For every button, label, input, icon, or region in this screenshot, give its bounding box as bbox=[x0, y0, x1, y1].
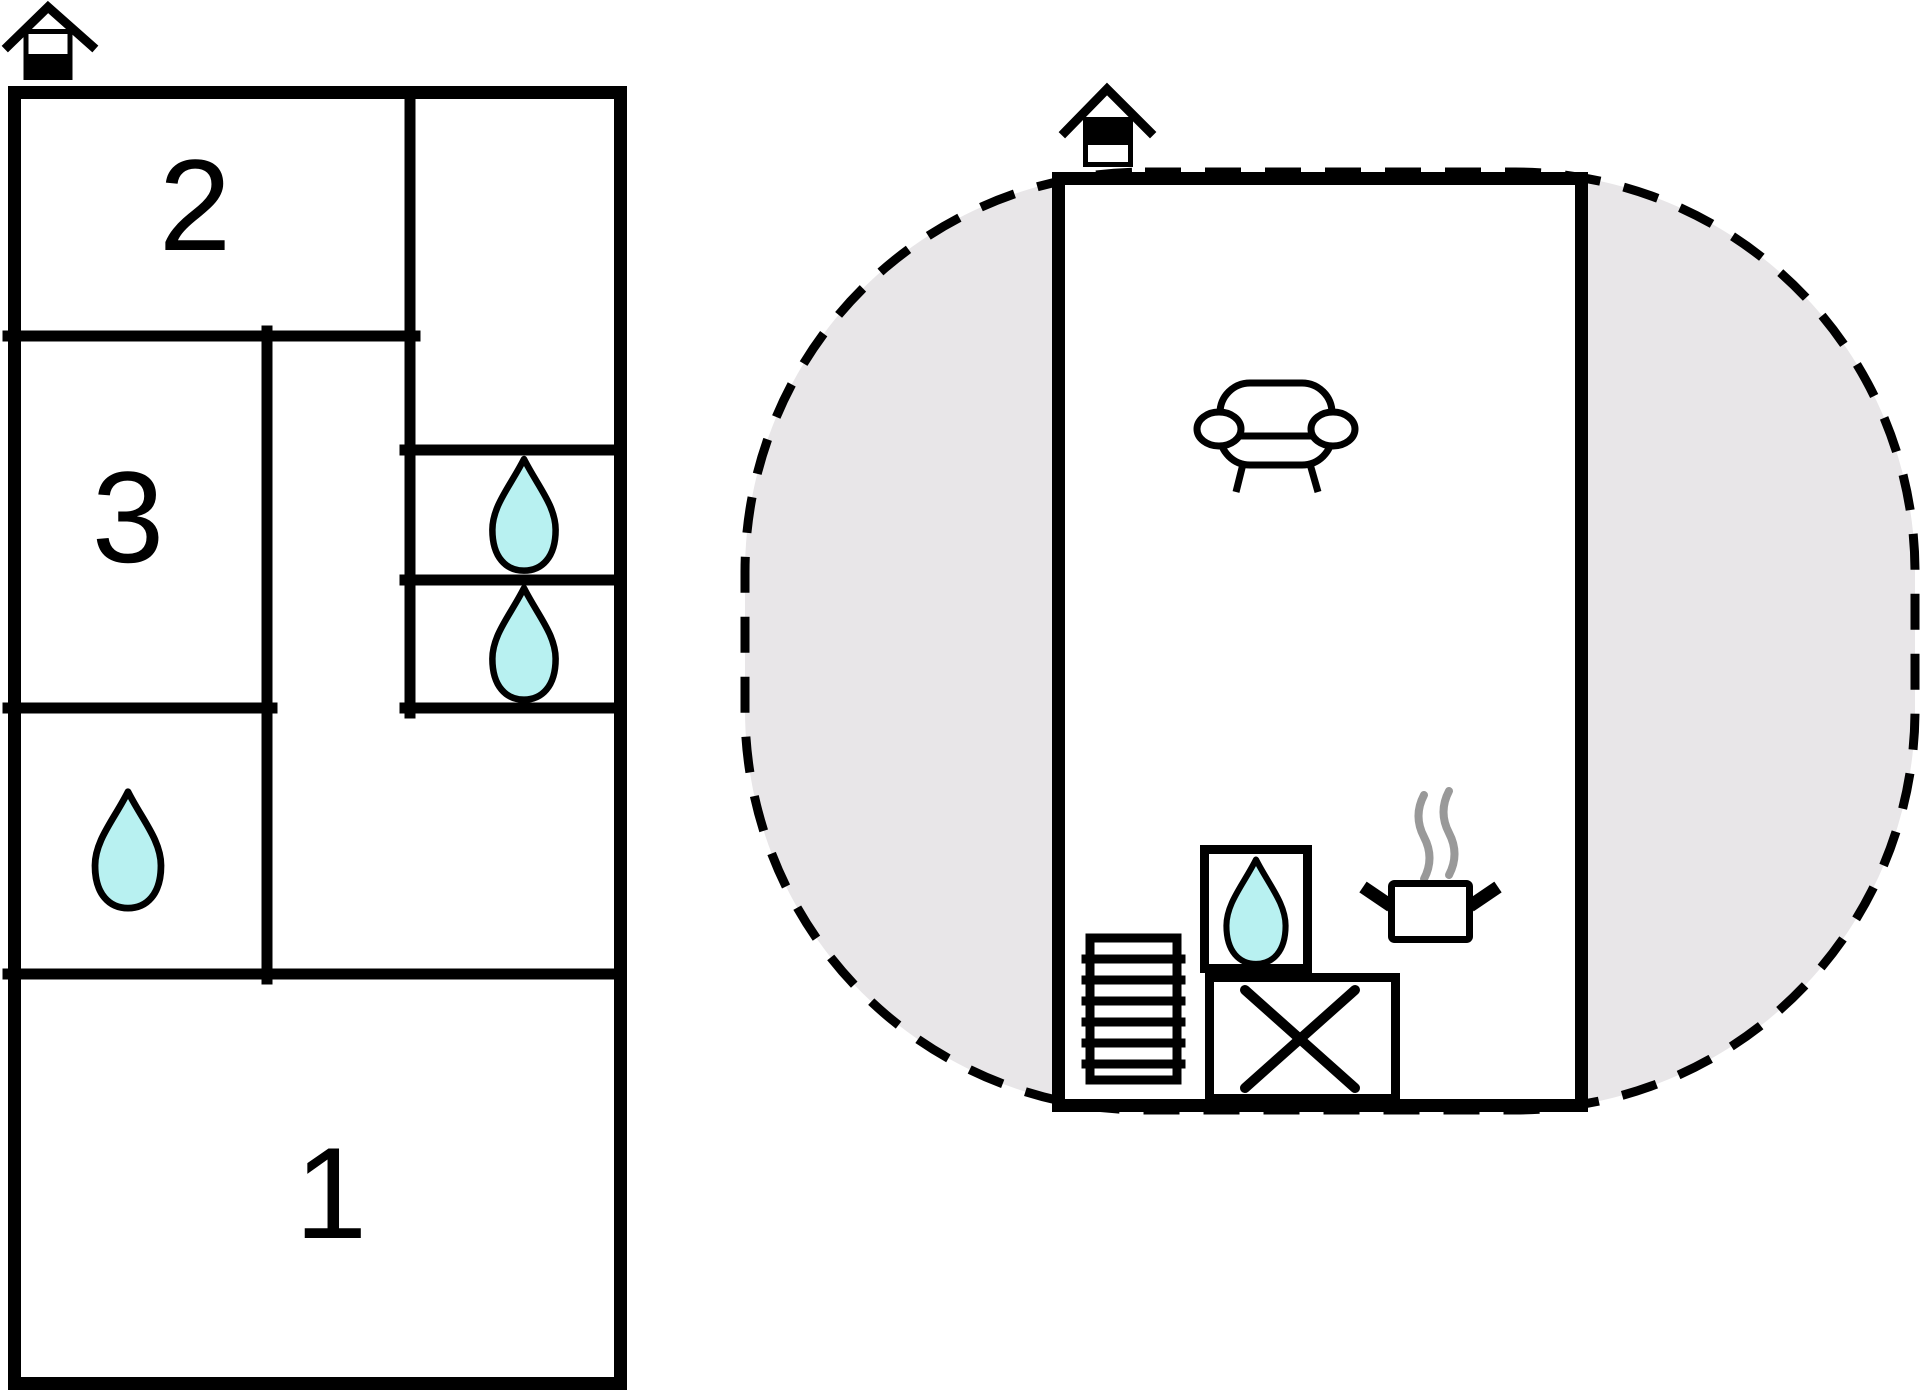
room-3-label: 3 bbox=[92, 444, 164, 590]
staircase-icon bbox=[1081, 933, 1186, 1085]
sofa-icon bbox=[1193, 379, 1359, 493]
house-entrance-icon bbox=[1058, 82, 1157, 167]
left-floorplan: 2 3 1 bbox=[1, 0, 627, 1390]
table-cross-icon bbox=[1205, 973, 1400, 1103]
table-cross-line bbox=[1240, 985, 1360, 1093]
sofa-leg bbox=[1232, 463, 1247, 493]
house-roof bbox=[1, 0, 99, 53]
house-body-black bbox=[23, 56, 73, 80]
steam-icon bbox=[1414, 791, 1434, 883]
pot-handle bbox=[1466, 881, 1502, 912]
sofa-armrest bbox=[1307, 408, 1359, 450]
stove-pot-icon bbox=[1359, 787, 1502, 943]
house-body-black bbox=[1083, 117, 1133, 142]
house-body-white bbox=[23, 29, 73, 59]
sofa-armrest bbox=[1193, 408, 1245, 450]
house-body-white bbox=[1083, 140, 1133, 167]
shower-drop-icon bbox=[1200, 845, 1312, 973]
house-roof bbox=[1058, 82, 1157, 139]
steam-icon bbox=[1439, 787, 1459, 879]
building-outline bbox=[8, 86, 627, 1390]
room-2-label: 2 bbox=[159, 132, 231, 278]
sofa-leg bbox=[1306, 463, 1322, 493]
house-entrance-icon bbox=[1, 0, 99, 80]
right-floorplan bbox=[740, 82, 1920, 1115]
room-1-label: 1 bbox=[295, 1120, 367, 1266]
pot-body bbox=[1388, 880, 1473, 943]
pot-handle bbox=[1359, 881, 1395, 912]
